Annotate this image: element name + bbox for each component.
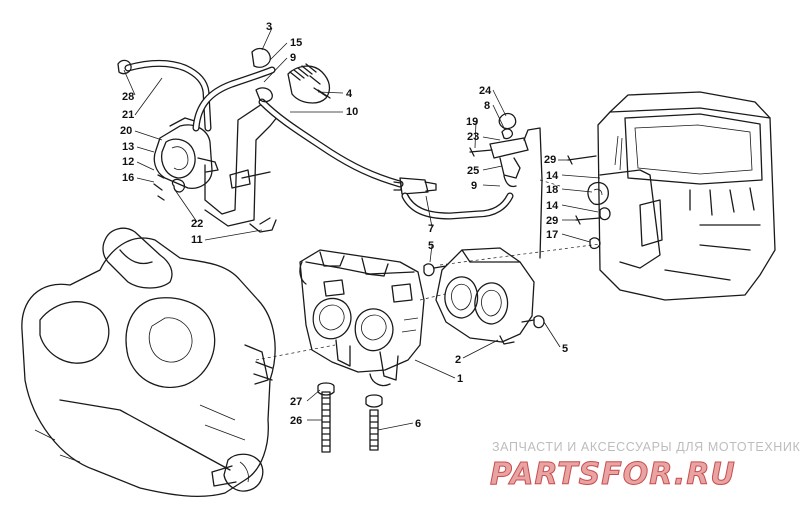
callout-13: 13 [122, 141, 134, 153]
callout-10: 10 [346, 106, 358, 118]
callout-25: 25 [467, 165, 479, 177]
callout-3: 3 [266, 21, 272, 33]
screws [423, 263, 545, 329]
callout-22: 22 [191, 218, 203, 230]
callout-18: 18 [546, 184, 558, 196]
watermark: ЗАПЧАСТИ И АКСЕССУАРЫ ДЛЯ МОТОТЕХНИКИ PA… [490, 440, 800, 493]
callout-23: 23 [467, 131, 479, 143]
callout-17: 17 [546, 229, 558, 241]
carburetor-assembly [299, 249, 425, 387]
engine-block [21, 227, 276, 497]
callout-28: 28 [122, 91, 134, 103]
watermark-caption: ЗАПЧАСТИ И АКСЕССУАРЫ ДЛЯ МОТОТЕХНИКИ [492, 440, 800, 454]
callout-5b: 5 [562, 343, 568, 355]
callout-16: 16 [122, 172, 134, 184]
callout-11: 11 [191, 234, 203, 246]
spring-part [287, 63, 331, 104]
fuel-hoses [117, 47, 404, 188]
intake-boot [435, 247, 535, 345]
callout-27: 27 [290, 396, 302, 408]
callout-26: 26 [290, 415, 302, 427]
callout-1: 1 [457, 373, 463, 385]
callout-8: 8 [484, 100, 490, 112]
callout-24: 24 [479, 85, 492, 97]
valve-assembly [469, 112, 543, 259]
airbox-fittings [567, 155, 611, 250]
watermark-logo: PARTSFOR.RU [490, 457, 736, 492]
callout-12: 12 [122, 156, 134, 168]
callout-14b: 14 [546, 200, 559, 212]
airbox [597, 91, 776, 301]
callout-15: 15 [290, 37, 302, 49]
callout-2: 2 [455, 354, 461, 366]
callout-9: 9 [290, 52, 296, 64]
callout-4: 4 [346, 88, 353, 100]
callout-29: 29 [544, 154, 556, 166]
callout-5: 5 [428, 240, 434, 252]
callout-29b: 29 [546, 215, 558, 227]
inline-fuel-filter [393, 177, 514, 220]
callout-20: 20 [120, 125, 132, 137]
pump-mounting-bracket [204, 103, 279, 233]
callout-6: 6 [415, 418, 421, 430]
leader-lines [123, 27, 601, 431]
callout-19: 19 [466, 116, 478, 128]
callout-labels: 3 15 9 4 10 28 21 20 13 12 16 22 11 24 8… [120, 21, 568, 430]
callout-14: 14 [546, 170, 559, 182]
callout-7: 7 [428, 223, 434, 235]
callout-21: 21 [122, 109, 134, 121]
callout-9b: 9 [471, 180, 477, 192]
mounting-studs [317, 382, 383, 453]
